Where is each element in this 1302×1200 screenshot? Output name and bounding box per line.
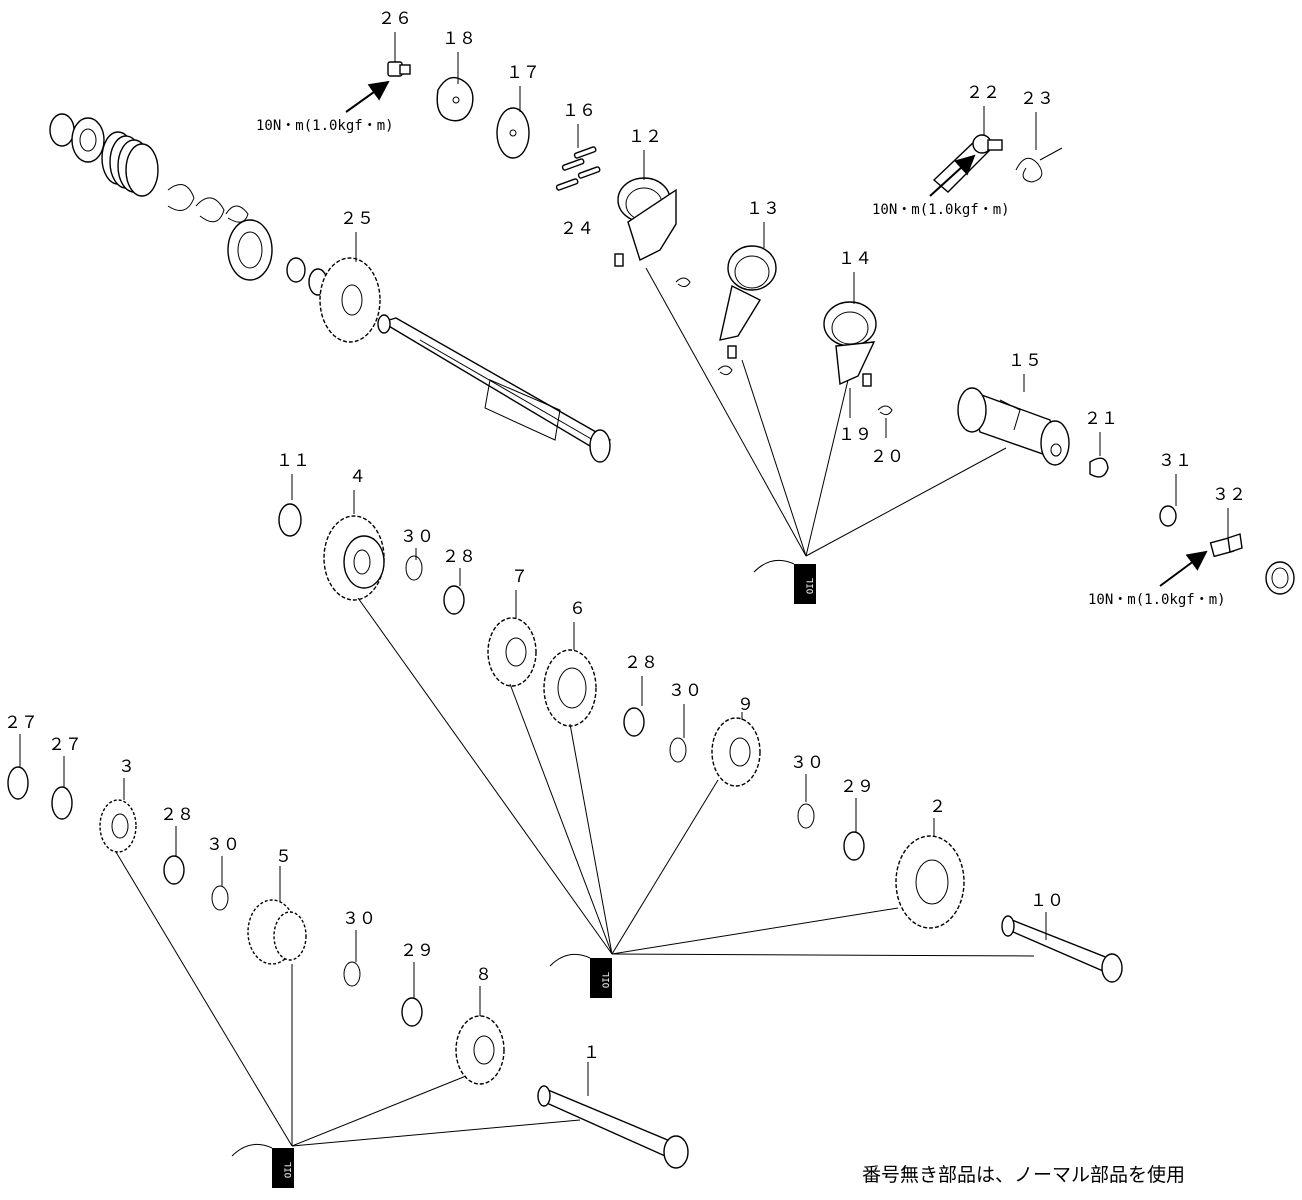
- pins-16-24: [555, 146, 601, 191]
- callout-16: １６: [562, 101, 596, 121]
- spring-23: [1015, 147, 1063, 183]
- callout-25: ２５: [340, 209, 374, 229]
- washer-28: [443, 585, 465, 615]
- circlip-30: [405, 555, 423, 581]
- gear-5: [247, 899, 307, 965]
- footnote: 番号無き部品は、ノーマル部品を使用: [862, 1164, 1186, 1186]
- shift-fork-12: [614, 177, 677, 267]
- washer-11: [278, 503, 302, 537]
- gear-6: [543, 649, 597, 727]
- shaft-10: [1001, 915, 1123, 983]
- callout-13: １３: [746, 199, 780, 219]
- torque-spec: 10N・m(1.0kgf・m): [256, 118, 394, 134]
- callout-7: ７: [511, 567, 528, 587]
- plug: [1265, 561, 1295, 595]
- kick-spring: [101, 131, 159, 197]
- clip: [717, 365, 733, 376]
- bolt-32: [1209, 533, 1243, 558]
- oil-label: OIL: [602, 972, 612, 988]
- washer-28: [163, 855, 185, 885]
- circlip-30: [343, 961, 361, 987]
- oil-lead-lines: [115, 267, 1035, 1147]
- torque-spec: 10N・m(1.0kgf・m): [872, 202, 1010, 218]
- callout-1: １: [583, 1043, 600, 1063]
- washer-31: [1159, 505, 1177, 527]
- washer-29: [401, 997, 423, 1027]
- plate-17: [496, 107, 530, 159]
- callout-numbers: ２６ １８ １７ １６ ２４ １２ １３ １４ １５ １９ ２０ ２１ ２２ ２…: [4, 9, 1246, 1063]
- callout-30: ３０: [400, 527, 434, 547]
- callout-26: ２６: [378, 9, 412, 29]
- callout-23: ２３: [1020, 89, 1054, 109]
- gear-7: [487, 617, 537, 687]
- callout-5: ５: [275, 847, 292, 867]
- oil-can-3: OIL: [231, 1143, 294, 1188]
- gear-2: [895, 835, 965, 929]
- circlip-30: [797, 803, 815, 829]
- gear-8: [455, 1015, 505, 1085]
- kickstart-shaft-assembly: [49, 113, 612, 463]
- callout-30: ３０: [342, 909, 376, 929]
- washer-28: [623, 707, 645, 737]
- callout-28: ２８: [442, 547, 476, 567]
- washer-29: [843, 831, 865, 861]
- callout-15: １５: [1008, 351, 1042, 371]
- circlip-21: [1089, 457, 1109, 478]
- oil-can-2: OIL: [549, 953, 612, 998]
- callout-30: ３０: [206, 835, 240, 855]
- callout-30: ３０: [668, 681, 702, 701]
- callout-21: ２１: [1084, 409, 1118, 429]
- callout-4: ４: [349, 467, 366, 487]
- callout-29: ２９: [400, 941, 434, 961]
- callout-28: ２８: [160, 805, 194, 825]
- callout-3: ３: [118, 757, 135, 777]
- callout-18: １８: [442, 29, 476, 49]
- gear-9: [711, 717, 761, 787]
- callout-19: １９: [838, 425, 872, 445]
- circlip-30: [211, 885, 229, 911]
- callout-10: １０: [1030, 891, 1064, 911]
- callout-24: ２４: [560, 219, 594, 239]
- callout-30: ３０: [790, 753, 824, 773]
- callout-27: ２７: [4, 713, 38, 733]
- callout-11: １１: [276, 451, 310, 471]
- plate-18: [436, 76, 474, 122]
- callout-31: ３１: [1158, 451, 1192, 471]
- shift-fork-14: [823, 301, 877, 387]
- oil-label: OIL: [284, 1162, 294, 1178]
- washer-27: [7, 766, 29, 800]
- oil-can-1: OIL: [753, 559, 816, 604]
- clip-20: [877, 405, 893, 416]
- kick-shaft: [377, 314, 612, 463]
- callout-17: １７: [506, 63, 540, 83]
- oil-label: OIL: [806, 578, 816, 594]
- callout-8: ８: [475, 965, 492, 985]
- callout-6: ６: [569, 599, 586, 619]
- gear-3: [99, 799, 137, 853]
- callout-27: ２７: [48, 735, 82, 755]
- callout-14: １４: [838, 249, 872, 269]
- shaft-1: [537, 1085, 689, 1169]
- gear-25: [319, 257, 381, 343]
- gear-4: [323, 515, 385, 601]
- torque-spec: 10N・m(1.0kgf・m): [1088, 592, 1226, 608]
- clip: [675, 277, 691, 288]
- callout-12: １２: [628, 127, 662, 147]
- circlip-30: [669, 737, 687, 763]
- callout-29: ２９: [840, 777, 874, 797]
- torque-arrows: [345, 80, 1208, 587]
- callout-9: ９: [737, 695, 754, 715]
- washer-27: [51, 786, 73, 820]
- shift-fork-13: [719, 245, 777, 359]
- callout-32: ３２: [1212, 485, 1246, 505]
- callout-leaders: [19, 32, 1229, 1096]
- callout-28: ２８: [624, 653, 658, 673]
- shift-drum-15: [957, 387, 1070, 466]
- callout-20: ２０: [870, 447, 904, 467]
- bolt-26: [387, 61, 411, 77]
- callout-22: ２２: [966, 83, 1000, 103]
- callout-2: ２: [929, 797, 946, 817]
